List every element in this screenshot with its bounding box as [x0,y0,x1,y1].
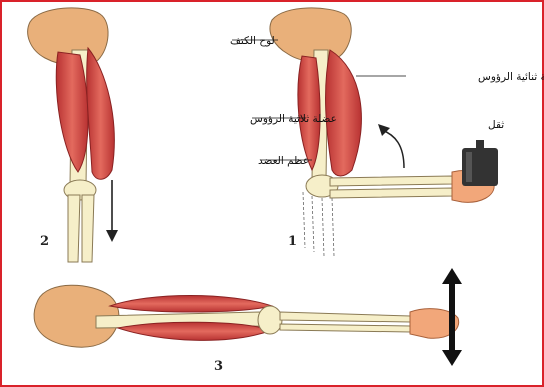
label-weight: ثقل [488,119,504,131]
figure-2-extended-arm: 2 [28,8,118,262]
weight-icon [462,140,498,186]
elbow-3 [258,306,282,334]
figure-number-3: 3 [214,359,223,374]
label-scapula: لوح الكتف [230,35,275,47]
curved-arrow-icon [378,124,404,168]
triceps-2 [87,48,115,179]
scapula-1 [270,8,351,62]
forearm-2 [68,195,94,262]
label-humerus: عظم العضد [258,155,309,167]
biceps-3 [110,296,272,313]
label-biceps: عضلة ثنائية الرؤوس [478,71,544,83]
figure-number-1: 1 [288,234,297,249]
label-triceps: عضلة ثلاثية الرؤوس [250,113,337,125]
figure-number-2: 2 [40,234,49,249]
down-arrow-icon [106,180,118,242]
triceps-3 [118,322,272,340]
forearm-1 [330,176,452,198]
dashed-lines [303,192,334,256]
biceps-2 [56,52,88,172]
forearm-3 [280,312,410,332]
figure-3-horizontal-arm: 3 [34,268,462,374]
